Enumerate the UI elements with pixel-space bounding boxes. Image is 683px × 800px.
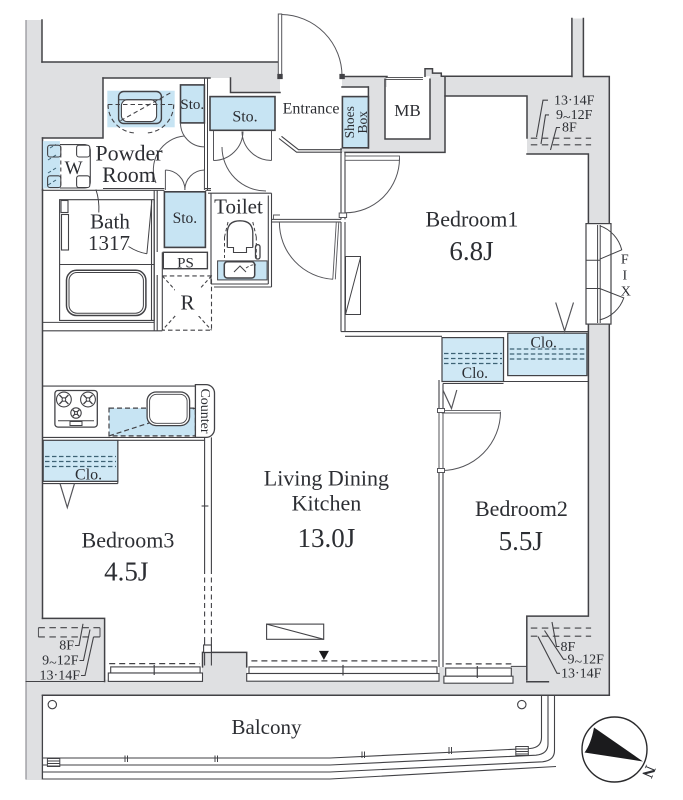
svg-text:13·14F: 13·14F xyxy=(561,667,602,682)
svg-text:6.8J: 6.8J xyxy=(449,236,493,266)
svg-text:X: X xyxy=(621,285,631,300)
svg-text:Sto.: Sto. xyxy=(232,109,257,126)
svg-text:5.5J: 5.5J xyxy=(499,526,543,556)
svg-text:13·14F: 13·14F xyxy=(554,94,595,109)
svg-text:Counter: Counter xyxy=(197,388,212,433)
svg-text:I: I xyxy=(622,269,627,284)
svg-text:Clo.: Clo. xyxy=(531,335,557,352)
svg-text:PS: PS xyxy=(177,256,194,272)
svg-text:9~12F: 9~12F xyxy=(568,653,605,671)
svg-text:1317: 1317 xyxy=(88,231,130,255)
svg-text:8F: 8F xyxy=(561,640,576,655)
svg-text:Sto.: Sto. xyxy=(180,97,204,113)
svg-text:Powder: Powder xyxy=(95,141,163,166)
svg-text:Room: Room xyxy=(102,162,156,187)
svg-text:F: F xyxy=(621,253,629,268)
svg-text:Sto.: Sto. xyxy=(173,210,198,227)
svg-text:8F: 8F xyxy=(562,121,577,136)
svg-text:Bedroom1: Bedroom1 xyxy=(426,207,519,232)
svg-text:MB: MB xyxy=(394,101,420,120)
svg-text:Bath: Bath xyxy=(90,210,130,234)
svg-text:Living Dining: Living Dining xyxy=(264,465,389,490)
svg-text:13·14F: 13·14F xyxy=(40,669,81,684)
svg-text:ShoesBox: ShoesBox xyxy=(342,106,370,138)
svg-text:Clo.: Clo. xyxy=(75,467,102,484)
svg-text:Entrance: Entrance xyxy=(283,101,340,118)
svg-text:4.5J: 4.5J xyxy=(104,557,148,587)
svg-text:Bedroom3: Bedroom3 xyxy=(82,528,175,553)
svg-text:13.0J: 13.0J xyxy=(298,523,356,553)
svg-text:R: R xyxy=(180,291,194,315)
svg-text:9~12F: 9~12F xyxy=(556,108,593,126)
svg-text:Clo.: Clo. xyxy=(462,365,488,382)
svg-text:8F: 8F xyxy=(59,639,74,654)
svg-text:Toilet: Toilet xyxy=(214,195,263,219)
svg-text:9~12F: 9~12F xyxy=(42,654,79,672)
svg-text:Kitchen: Kitchen xyxy=(292,491,362,516)
svg-text:Balcony: Balcony xyxy=(232,715,302,739)
svg-text:W: W xyxy=(65,158,83,179)
svg-text:Bedroom2: Bedroom2 xyxy=(475,496,568,521)
